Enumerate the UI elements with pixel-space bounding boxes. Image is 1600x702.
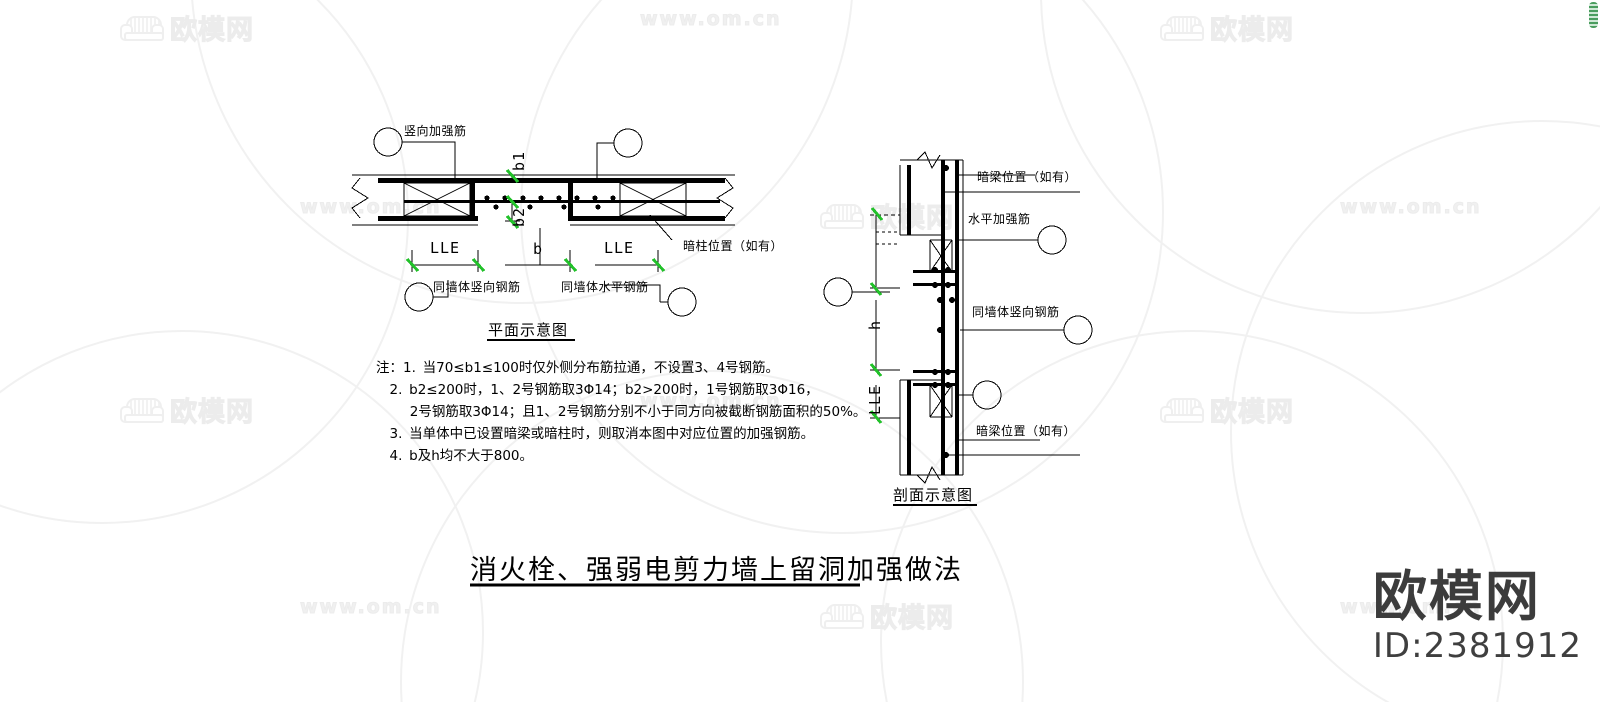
label-wall-vertical-rebar-section: 同墙体竖向钢筋 [972,305,1060,319]
dim-lle-section: LLE [866,384,884,415]
label-horizontal-reinforcement: 水平加强筋 [968,212,1031,226]
note-line: 注：1. 当70≤b1≤100时仅外侧分布筋拉通，不设置3、4号钢筋。 [376,360,780,376]
note-line: 4. b及h均不大于800。 [376,448,534,464]
label-wall-vertical-rebar-plan: 同墙体竖向钢筋 [433,280,521,294]
brand-name: 欧模网 [1372,565,1541,628]
dim-b1: b1 [510,150,528,171]
label-concealed-column: 暗柱位置（如有） [683,239,784,253]
dim-lle-right: LLE [604,239,635,257]
note-line: 2. b2≤200时，1、2号钢筋取3Φ14；b2>200时，1号钢筋取3Φ16… [376,382,819,398]
label-wall-horizontal-rebar-plan: 同墙体水平钢筋 [561,280,649,294]
notes-block: 注：1. 当70≤b1≤100时仅外侧分布筋拉通，不设置3、4号钢筋。 2. b… [376,357,866,467]
label-concealed-beam-bottom: 暗梁位置（如有） [976,424,1077,438]
dim-lle-left: LLE [430,239,461,257]
plan-view-title: 平面示意图 [488,321,569,339]
site-brand-watermark: 欧模网 ID:2381912 [1372,565,1582,667]
model-id: ID:2381912 [1372,626,1582,666]
dim-h: h [866,319,884,330]
note-line: 3. 当单体中已设置暗梁或暗柱时，则取消本图中对应位置的加强钢筋。 [376,426,815,442]
dim-b2: b2 [510,206,528,227]
label-concealed-beam-top: 暗梁位置（如有） [977,170,1078,184]
dim-b: b [533,240,544,258]
scrollbar-thumb[interactable] [1589,2,1598,28]
label-vertical-reinforcement: 竖向加强筋 [404,124,467,138]
note-line: 2号钢筋取3Φ14；且1、2号钢筋分别不小于同方向被截断钢筋面积的50%。 [376,404,867,420]
section-view-title: 剖面示意图 [893,486,974,504]
drawing-title: 消火栓、强弱电剪力墙上留洞加强做法 [470,555,963,586]
